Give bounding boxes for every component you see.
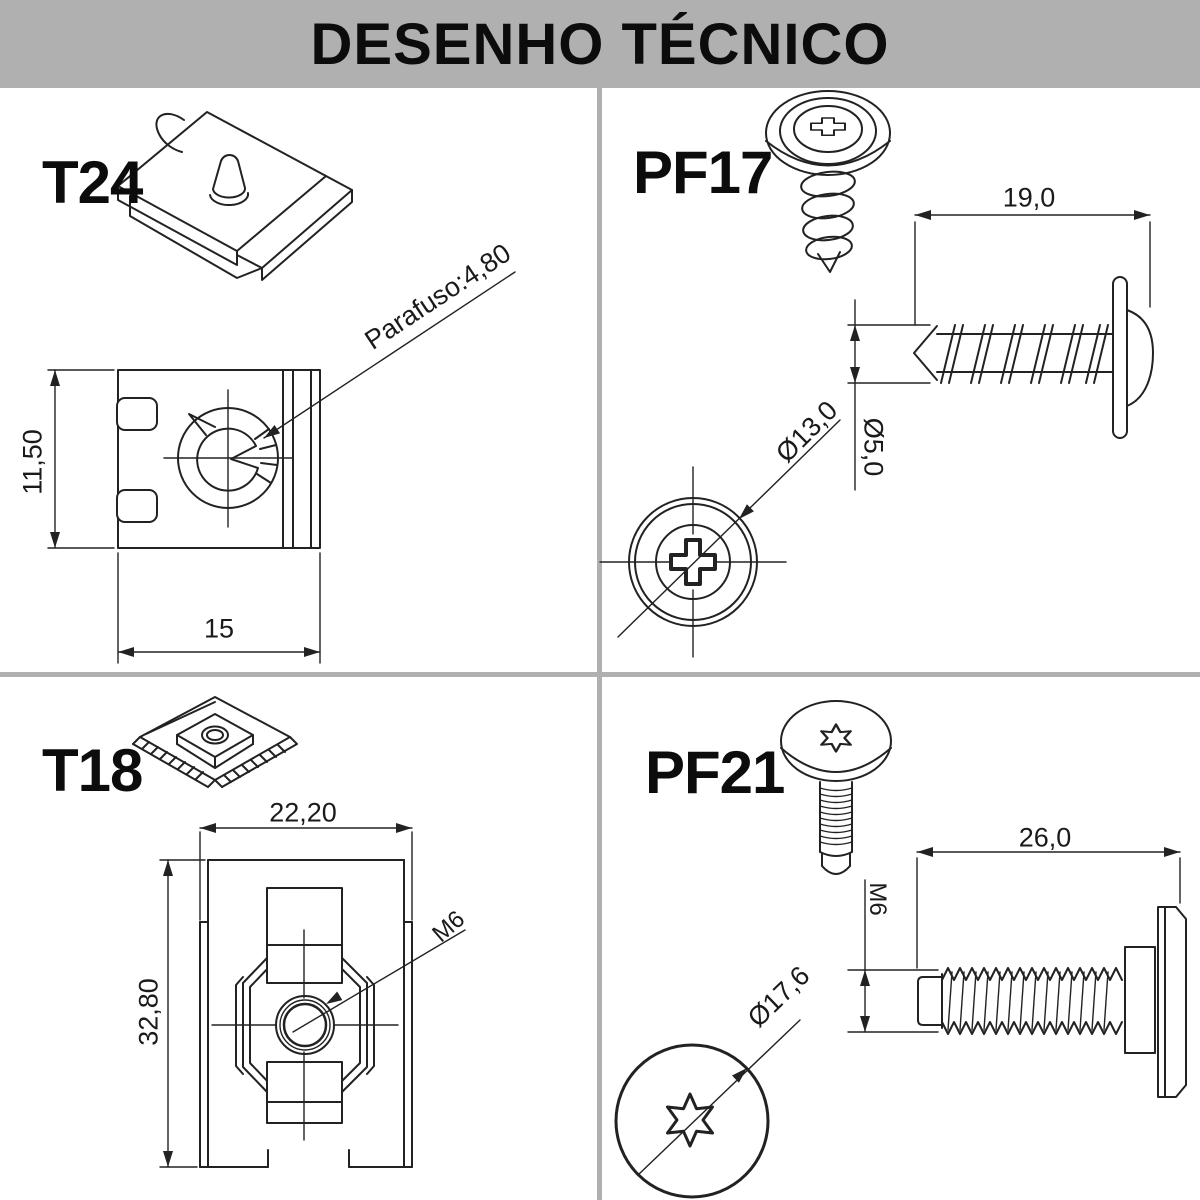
t24-dimensions	[47, 271, 516, 664]
part-label-pf21: PF21	[645, 739, 785, 806]
t18-dim-height: 32,80	[133, 978, 164, 1046]
t18-dim-width: 22,20	[269, 797, 337, 828]
pf21-thread-size: M6	[864, 882, 891, 916]
pf21-side-view	[917, 906, 1187, 1098]
quadrant-divider-horizontal	[0, 672, 1200, 677]
pf17-isometric-view	[765, 90, 891, 273]
part-label-pf17: PF17	[633, 139, 773, 206]
t24-isometric-view	[117, 111, 353, 281]
t24-dim-width: 15	[203, 613, 235, 644]
pf17-head-on-view	[599, 466, 787, 658]
pf21-isometric-view	[780, 700, 892, 875]
pf17-dim-length: 19,0	[1002, 182, 1056, 213]
quadrant-divider-vertical	[597, 88, 602, 1200]
page-title: DESENHO TÉCNICO	[310, 11, 890, 77]
pf21-dimensions	[637, 847, 1181, 1176]
t18-front-view	[199, 859, 413, 1168]
pf21-dim-length: 26,0	[1018, 822, 1072, 853]
part-label-t18: T18	[42, 737, 143, 804]
t24-front-view	[116, 369, 321, 549]
pf17-dimensions	[617, 210, 1151, 638]
t18-isometric-view	[132, 696, 298, 788]
pf17-side-view	[913, 276, 1154, 439]
pf17-dim-shank-diameter: Ø5,0	[858, 417, 889, 477]
title-banner: DESENHO TÉCNICO	[0, 0, 1200, 88]
pf21-head-on-view	[614, 1043, 770, 1199]
t18-dimensions	[159, 823, 466, 1168]
part-label-t24: T24	[42, 149, 143, 216]
t24-dim-height: 11,50	[17, 429, 48, 495]
